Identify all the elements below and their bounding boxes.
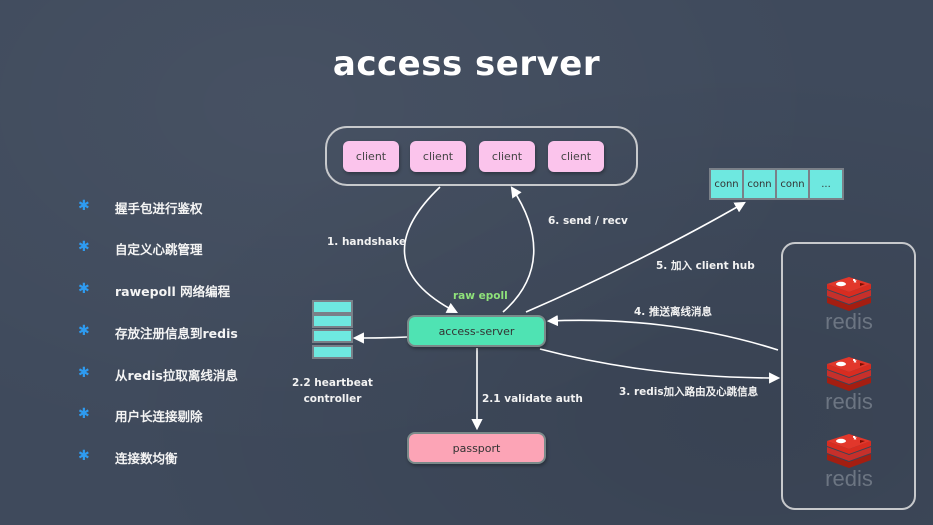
- push-offline-label: 4. 推送离线消息: [634, 306, 712, 318]
- feature-text: 自定义心跳管理: [115, 242, 203, 257]
- access-server-node[interactable]: access-server: [407, 315, 546, 347]
- asterisk-icon: ✱: [78, 239, 90, 255]
- redis-logo-text: redis: [825, 309, 873, 334]
- handshake-arrow: [403, 186, 458, 314]
- redis-route-arrow: [539, 348, 781, 384]
- redis-logo-icon: [827, 277, 871, 311]
- handshake-label: 1. handshake: [327, 236, 407, 248]
- raw-epoll-label: raw epoll: [453, 290, 508, 302]
- feature-text: rawepoll 网络编程: [115, 284, 231, 299]
- client-node[interactable]: client: [343, 141, 399, 172]
- client-node[interactable]: client: [410, 141, 466, 172]
- asterisk-icon: ✱: [78, 365, 90, 381]
- heartbeat-label-line1: 2.2 heartbeat: [292, 377, 373, 389]
- redis-cluster: [781, 242, 916, 510]
- feature-text: 用户长连接剔除: [115, 409, 203, 424]
- feature-text: 从redis拉取离线消息: [115, 368, 238, 383]
- feature-text: 存放注册信息到redis: [115, 326, 238, 341]
- heartbeat-slot: [312, 329, 353, 343]
- client-group: [325, 126, 638, 186]
- redis-logo-text: redis: [825, 466, 873, 491]
- send-recv-arrow: [502, 186, 535, 313]
- client-node[interactable]: client: [548, 141, 604, 172]
- conn-cell[interactable]: ...: [808, 168, 844, 200]
- send-recv-label: 6. send / recv: [548, 215, 628, 227]
- redis-logo-icon: [827, 434, 871, 468]
- redis-instance[interactable]: redis: [818, 432, 880, 492]
- client-hub-arrow: [525, 201, 746, 313]
- redis-route-label: 3. redis加入路由及心跳信息: [619, 386, 759, 398]
- asterisk-icon: ✱: [78, 198, 90, 214]
- heartbeat-arrow: [352, 332, 408, 344]
- client-node[interactable]: client: [479, 141, 535, 172]
- heartbeat-slot: [312, 345, 353, 359]
- conn-cell[interactable]: conn: [709, 168, 744, 200]
- asterisk-icon: ✱: [78, 281, 90, 297]
- heartbeat-label-line2: controller: [303, 393, 362, 405]
- conn-cell[interactable]: conn: [775, 168, 810, 200]
- passport-node[interactable]: passport: [407, 432, 546, 464]
- heartbeat-slot: [312, 314, 353, 328]
- client-hub-label: 5. 加入 client hub: [656, 260, 755, 272]
- push-offline-arrow: [546, 315, 779, 351]
- heartbeat-slot: [312, 300, 353, 314]
- asterisk-icon: ✱: [78, 406, 90, 422]
- feature-text: 握手包进行鉴权: [115, 201, 203, 216]
- asterisk-icon: ✱: [78, 448, 90, 464]
- validate-auth-label: 2.1 validate auth: [482, 393, 583, 405]
- feature-text: 连接数均衡: [115, 451, 178, 466]
- conn-cell[interactable]: conn: [742, 168, 777, 200]
- redis-instance[interactable]: redis: [818, 275, 880, 335]
- redis-instance[interactable]: redis: [818, 355, 880, 415]
- redis-logo-icon: [827, 357, 871, 391]
- redis-logo-text: redis: [825, 389, 873, 414]
- asterisk-icon: ✱: [78, 323, 90, 339]
- page-title: access server: [332, 44, 601, 84]
